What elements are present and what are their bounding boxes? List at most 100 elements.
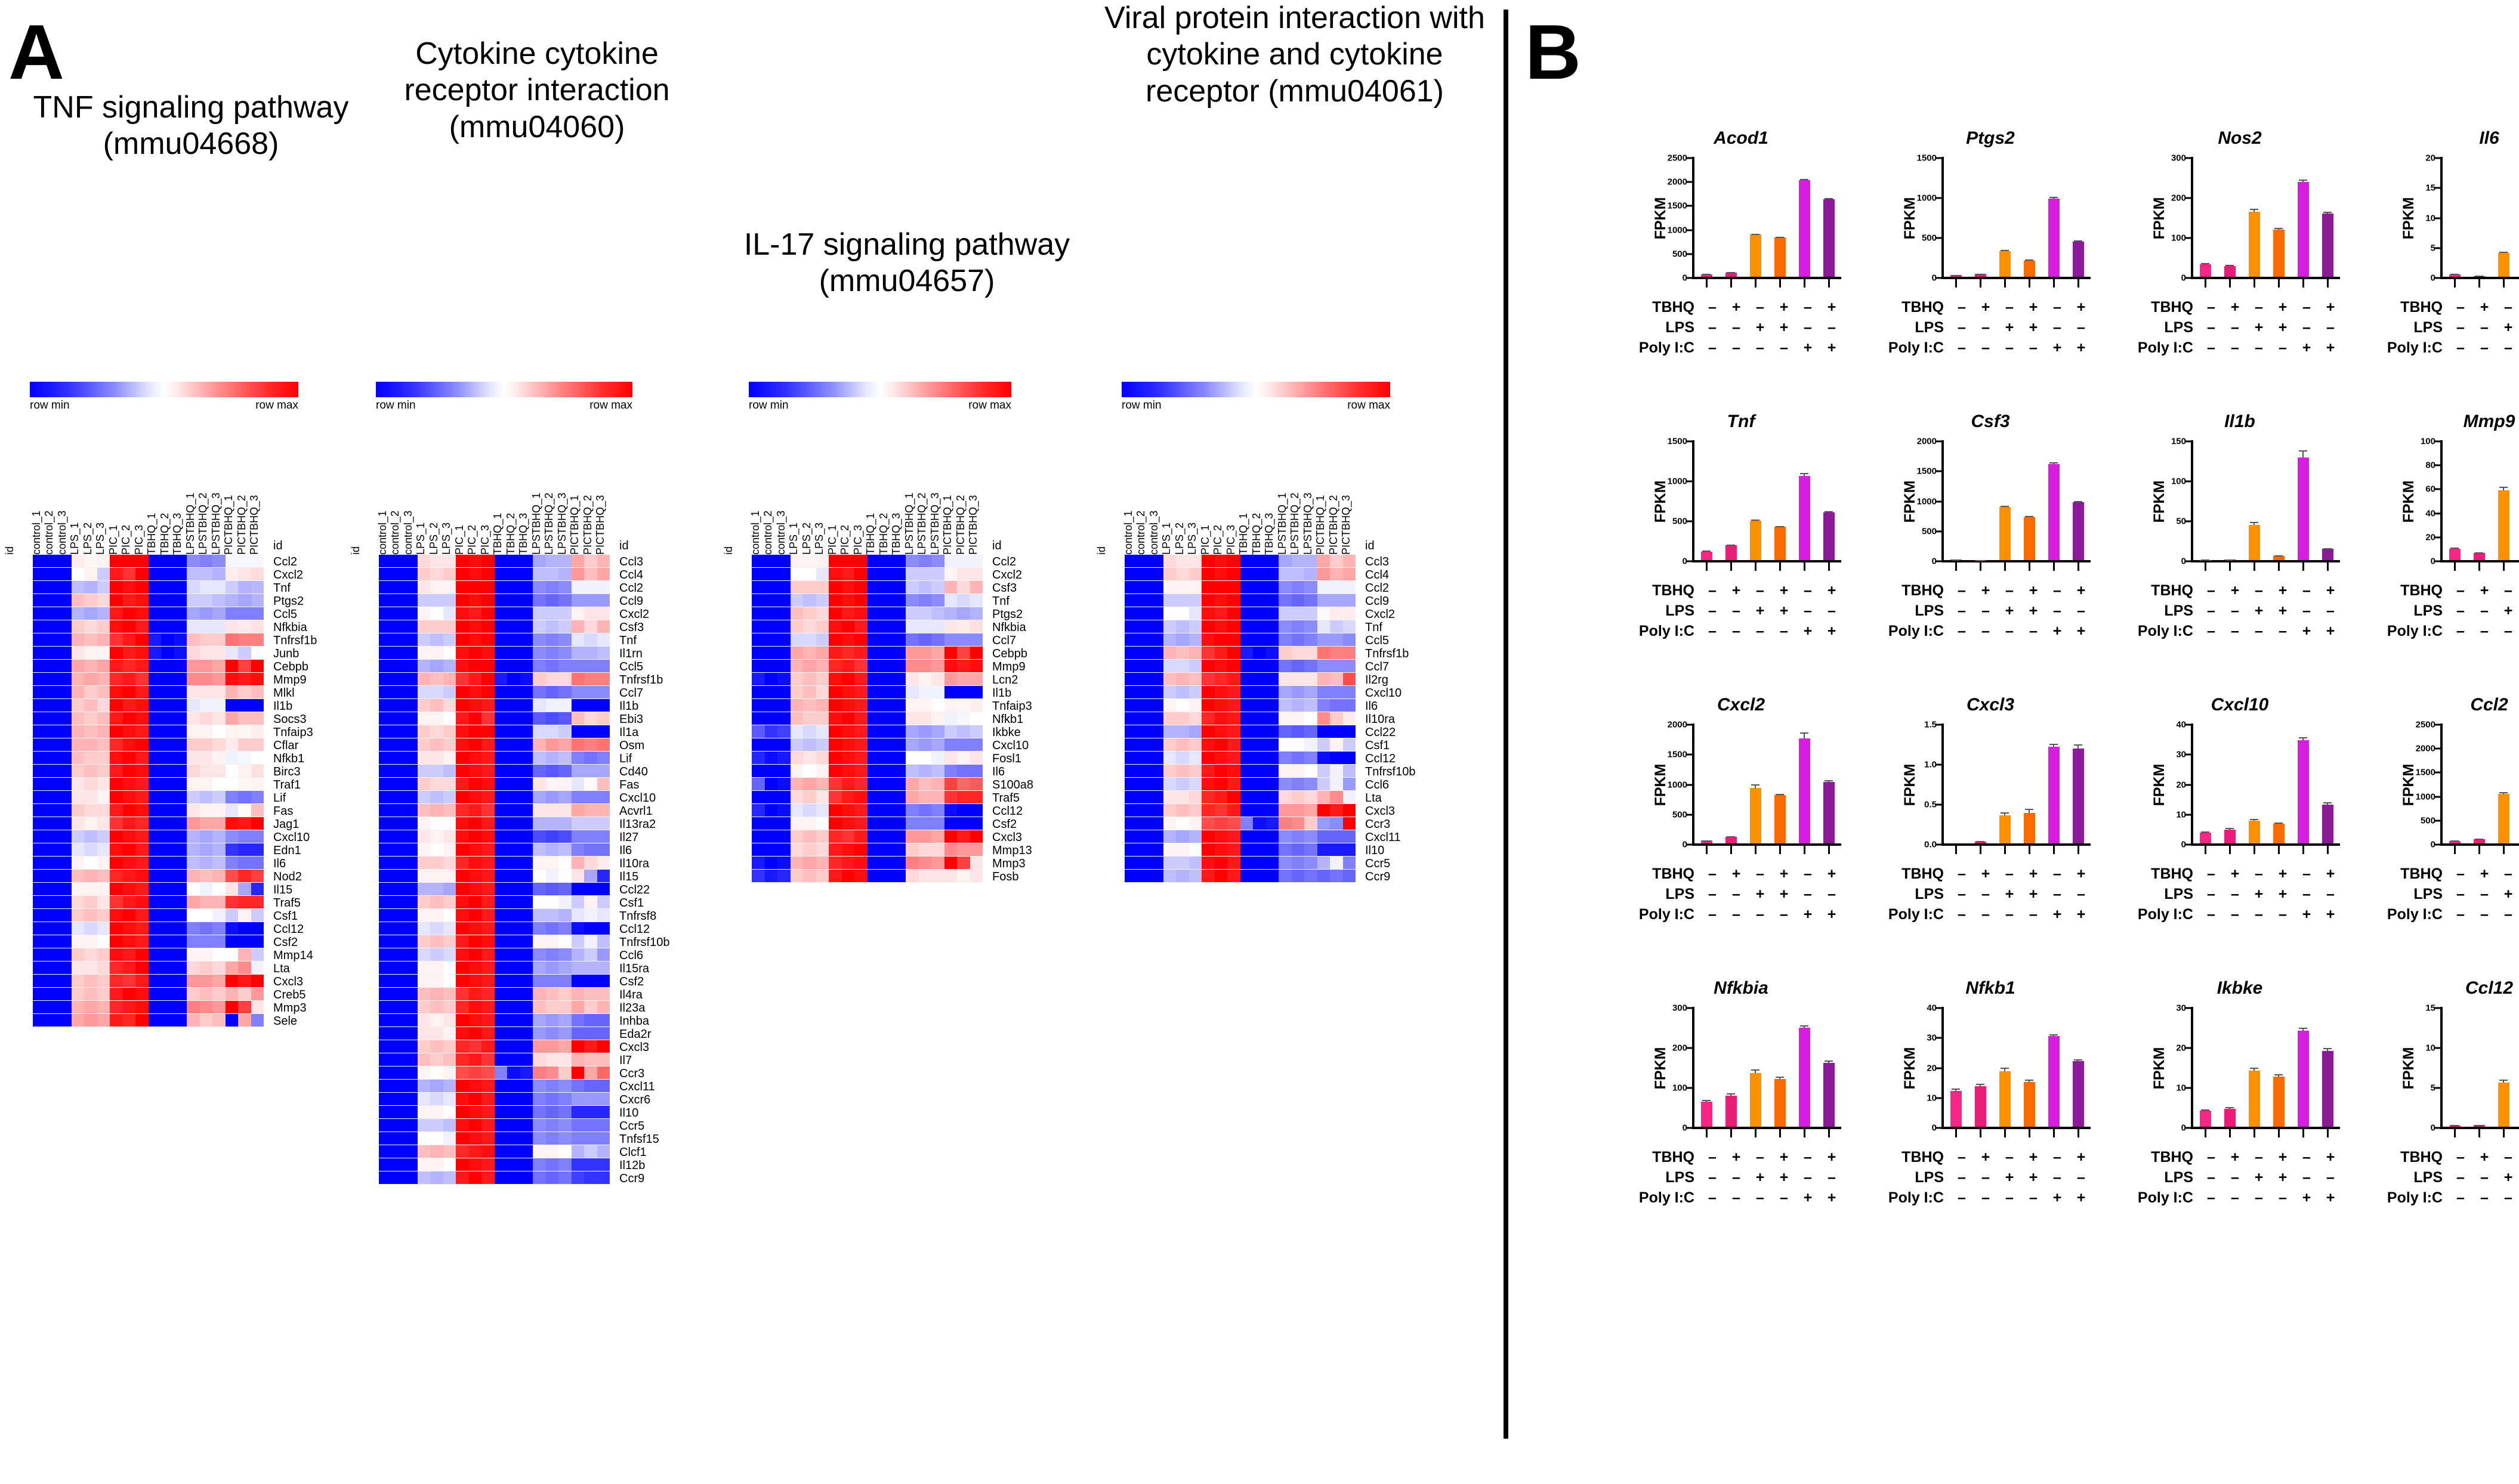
heatmap-cell [944, 725, 957, 738]
heatmap-cell [1202, 581, 1215, 594]
condition-values: ––––++ [2449, 906, 2519, 923]
heatmap-cell [135, 555, 149, 568]
heatmap-cell [225, 896, 238, 909]
heatmap-cell [829, 857, 842, 870]
heatmap-cell [507, 791, 520, 804]
heatmap-row [379, 555, 646, 568]
error-bar [2225, 1106, 2234, 1109]
heatmap-cell [1265, 633, 1279, 647]
heatmap-cell [135, 647, 149, 660]
heatmap-cell [957, 647, 970, 660]
heatmap-cell [71, 686, 84, 699]
bars-container [2193, 157, 2340, 277]
heatmap-row [379, 1158, 646, 1171]
heatmap-cell [520, 1145, 533, 1158]
heatmap-cell [1342, 581, 1356, 594]
x-axis-tick-mark [2253, 846, 2255, 854]
y-axis-tick-mark [1936, 1037, 1941, 1039]
heatmap-cell [1214, 647, 1227, 660]
heatmap-cell [816, 712, 829, 725]
bar [1774, 794, 1786, 843]
heatmap-cell [379, 633, 392, 647]
heatmap-row-label: Cxcl10 [619, 792, 656, 805]
bar-slot [1944, 157, 1968, 277]
heatmap-cell [1291, 555, 1304, 568]
heatmap-cell [584, 883, 597, 896]
heatmap-cell [456, 581, 469, 594]
column-header: TBHQ_3 [890, 512, 903, 555]
heatmap-cell [468, 725, 481, 738]
heatmap-row [33, 988, 300, 1001]
condition-value: + [2052, 905, 2062, 923]
heatmap-cell [841, 791, 854, 804]
heatmap-cell [764, 607, 777, 620]
heatmap-cell [33, 752, 46, 765]
heatmap-cell [174, 791, 187, 804]
y-axis-tick-mark [2435, 187, 2440, 189]
heatmap-cell [135, 817, 149, 830]
heatmap-cell [1227, 568, 1240, 581]
heatmap-cell [893, 712, 906, 725]
y-axis-tick-mark [2185, 843, 2191, 846]
heatmap-cell [854, 607, 868, 620]
heatmap-cell [148, 975, 161, 988]
heatmap-cell [944, 712, 957, 725]
heatmap-cell [571, 594, 584, 607]
heatmap-cell [970, 633, 983, 647]
heatmap-cell [520, 804, 533, 817]
y-axis-tick-label: 0.5 [1924, 799, 1937, 810]
heatmap-cell [417, 568, 430, 581]
heatmap-cell [1304, 804, 1317, 817]
heatmap-cell [841, 738, 854, 752]
heatmap-cell [1227, 725, 1240, 738]
heatmap-cell [571, 712, 584, 725]
heatmap-cell [597, 1132, 610, 1145]
heatmap-cell [571, 883, 584, 896]
x-axis-tick-mark [2278, 1129, 2280, 1137]
heatmap-cell [1214, 568, 1227, 581]
heatmap-cell [1317, 555, 1330, 568]
bar-slot [2267, 1007, 2291, 1127]
heatmap-cell [867, 699, 880, 712]
heatmap-cell [545, 673, 558, 686]
heatmap-cell [571, 857, 584, 870]
heatmap-cell [1125, 620, 1138, 633]
heatmap-cell [481, 843, 495, 857]
heatmap-cell [533, 909, 546, 922]
y-axis-tick-mark [2435, 440, 2440, 443]
heatmap-row [752, 620, 1018, 633]
heatmap-cell [84, 975, 97, 988]
heatmap-row [33, 948, 300, 961]
heatmap-row [379, 725, 646, 738]
heatmap-cell [174, 870, 187, 883]
heatmap-cell [251, 594, 264, 607]
heatmap-cell [405, 948, 418, 961]
heatmap-cell [122, 935, 135, 948]
heatmap-cell [1150, 594, 1163, 607]
heatmap-cell [1265, 804, 1279, 817]
heatmap-row [379, 594, 646, 607]
heatmap-cell [893, 555, 906, 568]
heatmap-cell [174, 857, 187, 870]
heatmap-cell [494, 961, 507, 975]
heatmap-cell [777, 765, 791, 778]
heatmap-cell [379, 752, 392, 765]
heatmap-cell [803, 791, 816, 804]
heatmap-row-label: Ccr9 [1365, 870, 1391, 883]
heatmap-row-label: Ccl2 [1365, 582, 1390, 595]
x-tick-slot [1944, 1129, 1968, 1137]
heatmap-cell [931, 712, 944, 725]
heatmap-cell [468, 1171, 481, 1185]
heatmap-cell [405, 1066, 418, 1080]
heatmap-cell [533, 752, 546, 765]
bar-slot [1993, 440, 2017, 560]
y-axis-tick-mark [2435, 247, 2440, 249]
heatmap-cell [71, 870, 84, 883]
heatmap-cell [1253, 673, 1266, 686]
